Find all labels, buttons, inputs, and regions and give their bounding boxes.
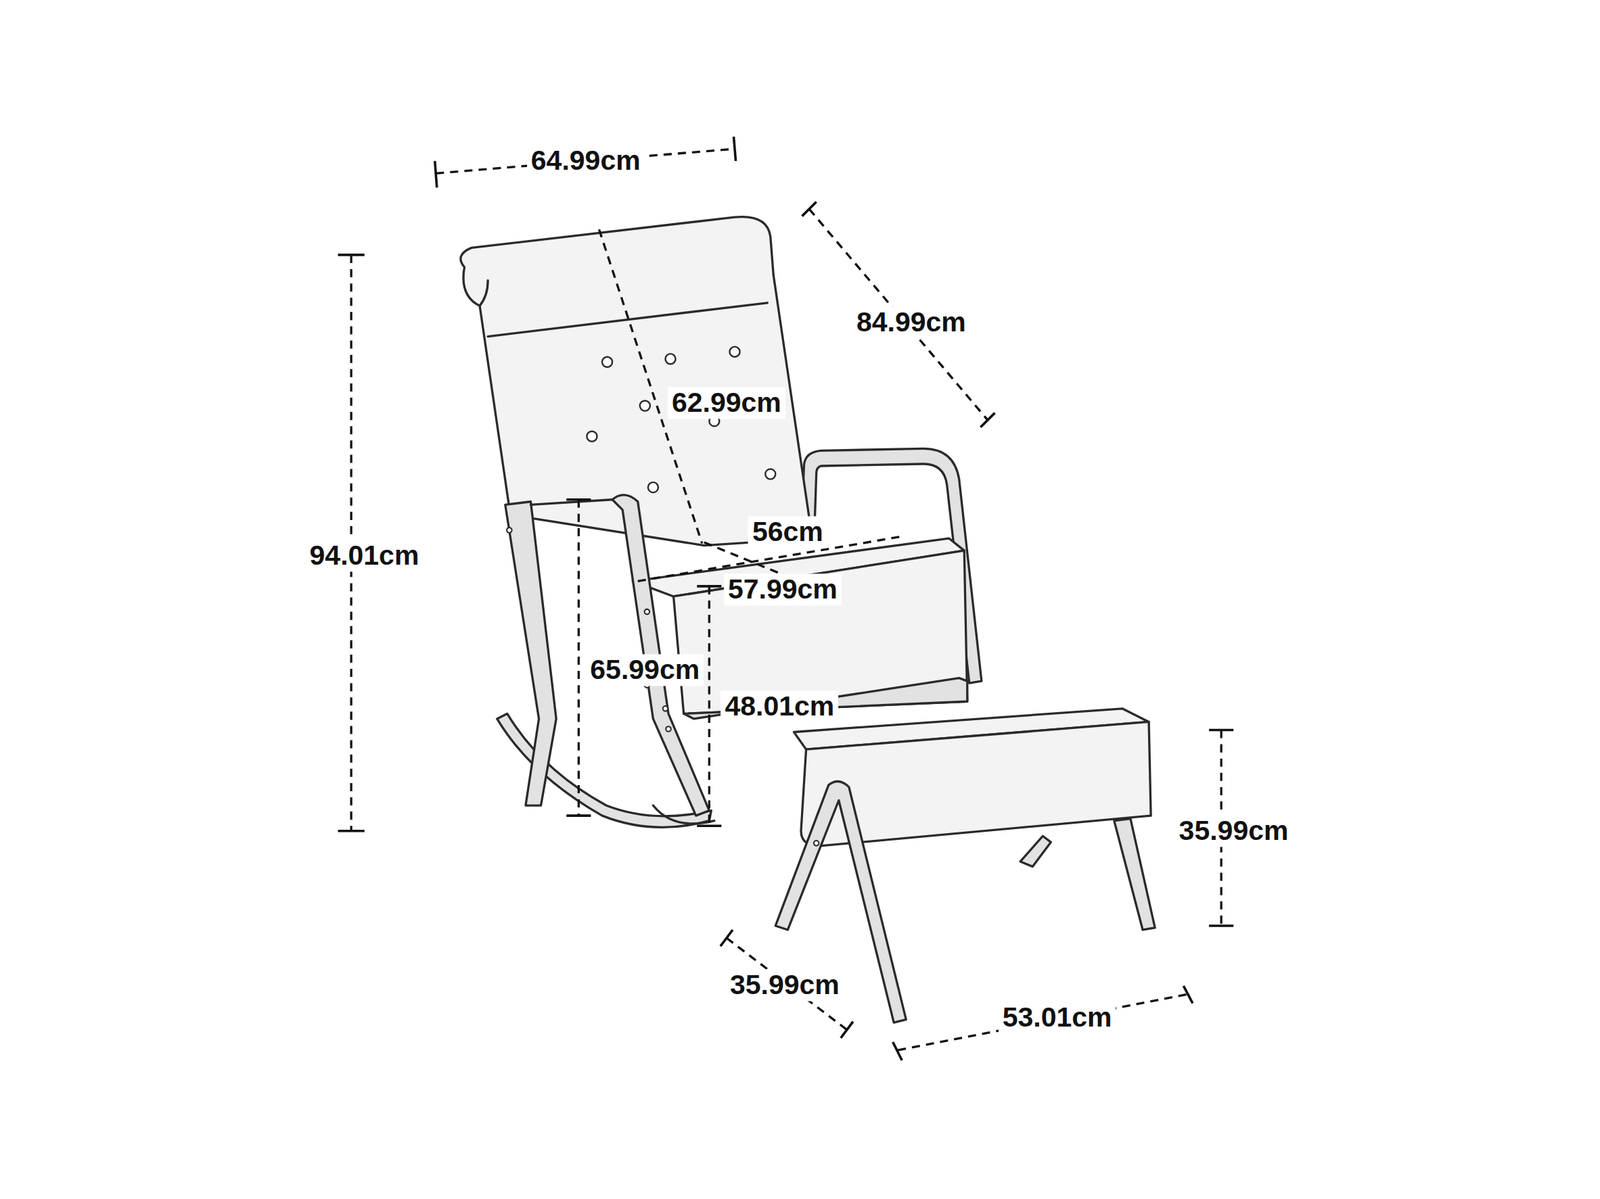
dimension-label: 64.99cm [527,145,645,178]
dimension-label: 48.01cm [720,691,839,724]
dimension-label: 35.99cm [1175,815,1293,848]
arm-rail [530,499,613,506]
dimension-ticks [338,136,1234,1061]
headrest-roll [479,280,488,307]
dimension-label: 53.01cm [998,1002,1117,1035]
dimension-label: 57.99cm [723,573,842,606]
rear-leg [505,501,557,806]
dimension-label: 94.01cm [305,539,424,572]
dimension-label: 62.99cm [667,386,786,419]
dimension-lines [351,148,1222,1051]
dimension-label: 65.99cm [585,654,704,687]
backrest [460,217,813,546]
headrest-seam [487,303,768,337]
ottoman-leg [1114,819,1155,931]
ottoman-back-leg [1020,836,1051,867]
dimension-label: 56cm [748,516,828,549]
bolt-holes [506,527,672,733]
ottoman-bolt [813,840,820,847]
dimension-label: 84.99cm [852,306,971,339]
tufting-buttons [586,347,776,494]
dimension-label: 35.99cm [725,969,844,1002]
